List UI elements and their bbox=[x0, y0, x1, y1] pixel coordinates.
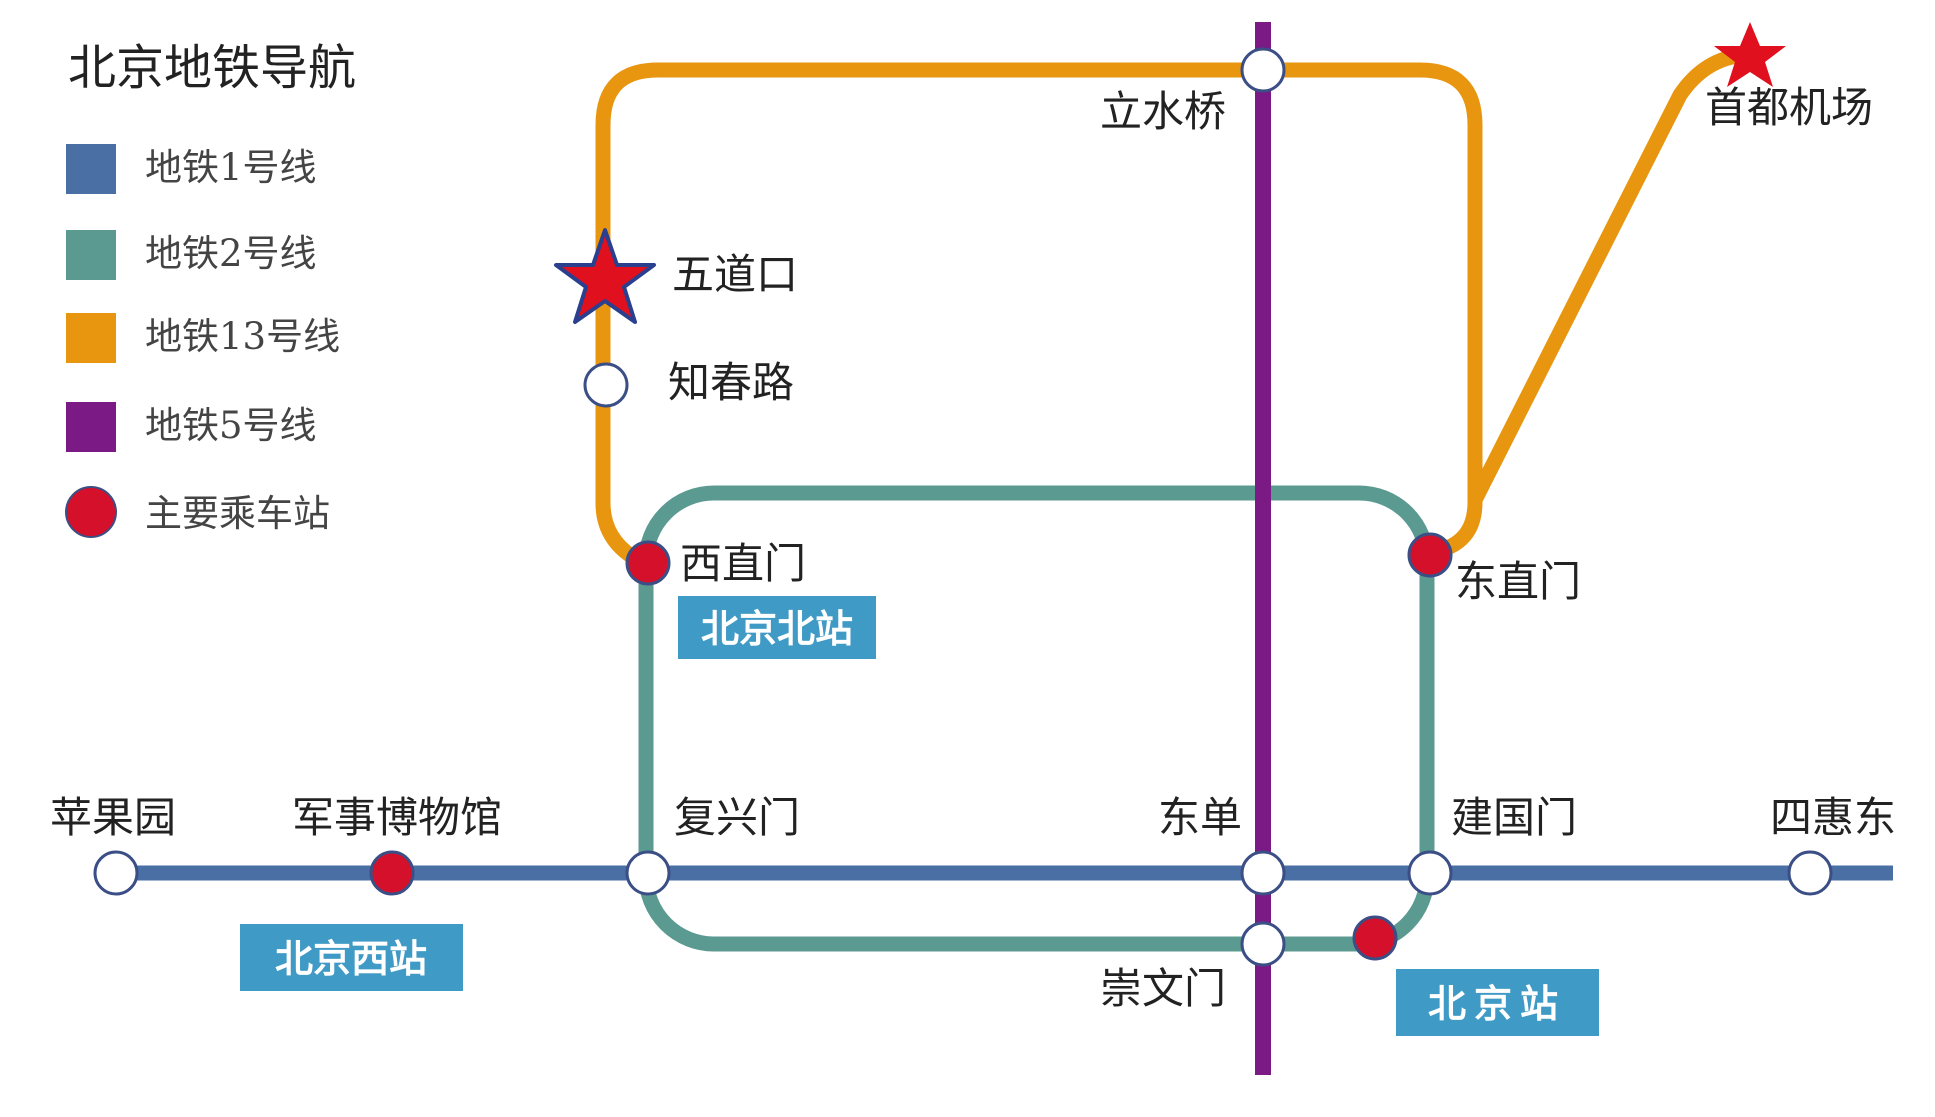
stations bbox=[93, 22, 1833, 967]
station-label-jianguomen: 建国门 bbox=[1451, 793, 1577, 842]
station-label-wudaokou: 五道口 bbox=[672, 250, 798, 299]
station-jianguomen-marker[interactable] bbox=[1407, 850, 1453, 896]
station-fuxingmen-marker[interactable] bbox=[625, 850, 671, 896]
station-label-junshibowuguan: 军事博物馆 bbox=[292, 793, 502, 842]
airport-star-icon[interactable] bbox=[1714, 22, 1786, 87]
station-chongwenmen-marker[interactable] bbox=[1240, 921, 1286, 967]
station-label-sihuidong: 四惠东 bbox=[1770, 793, 1896, 842]
rail-station-boxes: 北京北站 北京西站 北京站 bbox=[240, 596, 1599, 1036]
station-labels: 立水桥 首都机场 五道口 知春路 西直门 东直门 苹果园 军事博物馆 复兴门 东… bbox=[50, 83, 1896, 1013]
legend-label-major-station: 主要乘车站 bbox=[145, 492, 330, 535]
legend-label-line2: 地铁2号线 bbox=[145, 232, 317, 275]
station-dongzhimen-marker[interactable] bbox=[1407, 532, 1453, 578]
station-label-xizhimen: 西直门 bbox=[680, 539, 806, 588]
station-dongdan-marker[interactable] bbox=[1240, 850, 1286, 896]
station-label-chongwenmen: 崇文门 bbox=[1100, 964, 1226, 1013]
legend-swatch-line1 bbox=[66, 144, 116, 194]
rail-box-beijing-bg bbox=[1396, 969, 1599, 1036]
legend-label-line1: 地铁1号线 bbox=[145, 146, 317, 189]
station-beijingzhan-marker[interactable] bbox=[1352, 915, 1398, 961]
station-label-dongdan: 东单 bbox=[1158, 793, 1242, 842]
legend: 北京地铁导航 地铁1号线 地铁2号线 地铁13号线 地铁5号线 主要乘车站 bbox=[65, 40, 356, 538]
station-junshibowuguan-marker[interactable] bbox=[369, 850, 415, 896]
station-sihuidong-marker[interactable] bbox=[1787, 850, 1833, 896]
line2-loop bbox=[638, 485, 1435, 952]
station-label-zhichunlu: 知春路 bbox=[668, 358, 794, 407]
rail-label-beijingbei: 北京北站 bbox=[701, 607, 853, 651]
map-title: 北京地铁导航 bbox=[68, 40, 356, 96]
line13-path bbox=[595, 62, 1483, 571]
lines bbox=[115, 22, 1893, 1075]
station-label-pingguoyuan: 苹果园 bbox=[50, 793, 176, 842]
legend-swatch-major-station bbox=[65, 486, 117, 538]
station-label-dongzhimen: 东直门 bbox=[1455, 557, 1581, 606]
wudaokou-star-icon[interactable] bbox=[554, 228, 656, 324]
rail-label-beijingxi: 北京西站 bbox=[275, 937, 427, 981]
station-label-fuxingmen: 复兴门 bbox=[674, 793, 800, 842]
station-lishuiqiao-marker[interactable] bbox=[1240, 47, 1286, 93]
legend-swatch-line13 bbox=[66, 313, 116, 363]
station-label-lishuiqiao: 立水桥 bbox=[1100, 87, 1226, 136]
legend-swatch-line5 bbox=[66, 402, 116, 452]
rail-box-beijingxi[interactable]: 北京西站 bbox=[240, 924, 463, 991]
rail-box-beijingxi-bg bbox=[240, 924, 463, 991]
station-zhichunlu-marker[interactable] bbox=[583, 362, 629, 408]
legend-label-line5: 地铁5号线 bbox=[145, 404, 317, 447]
rail-box-beijingbei-bg bbox=[678, 596, 876, 659]
legend-label-line13: 地铁13号线 bbox=[145, 315, 340, 358]
station-label-shoudujichang: 首都机场 bbox=[1705, 83, 1873, 132]
rail-box-beijing[interactable]: 北京站 bbox=[1396, 969, 1599, 1036]
rail-label-beijing: 北京站 bbox=[1428, 982, 1566, 1026]
legend-swatch-line2 bbox=[66, 230, 116, 280]
rail-box-beijingbei[interactable]: 北京北站 bbox=[678, 596, 876, 659]
station-xizhimen-marker[interactable] bbox=[625, 540, 671, 586]
station-pingguoyuan-marker[interactable] bbox=[93, 850, 139, 896]
